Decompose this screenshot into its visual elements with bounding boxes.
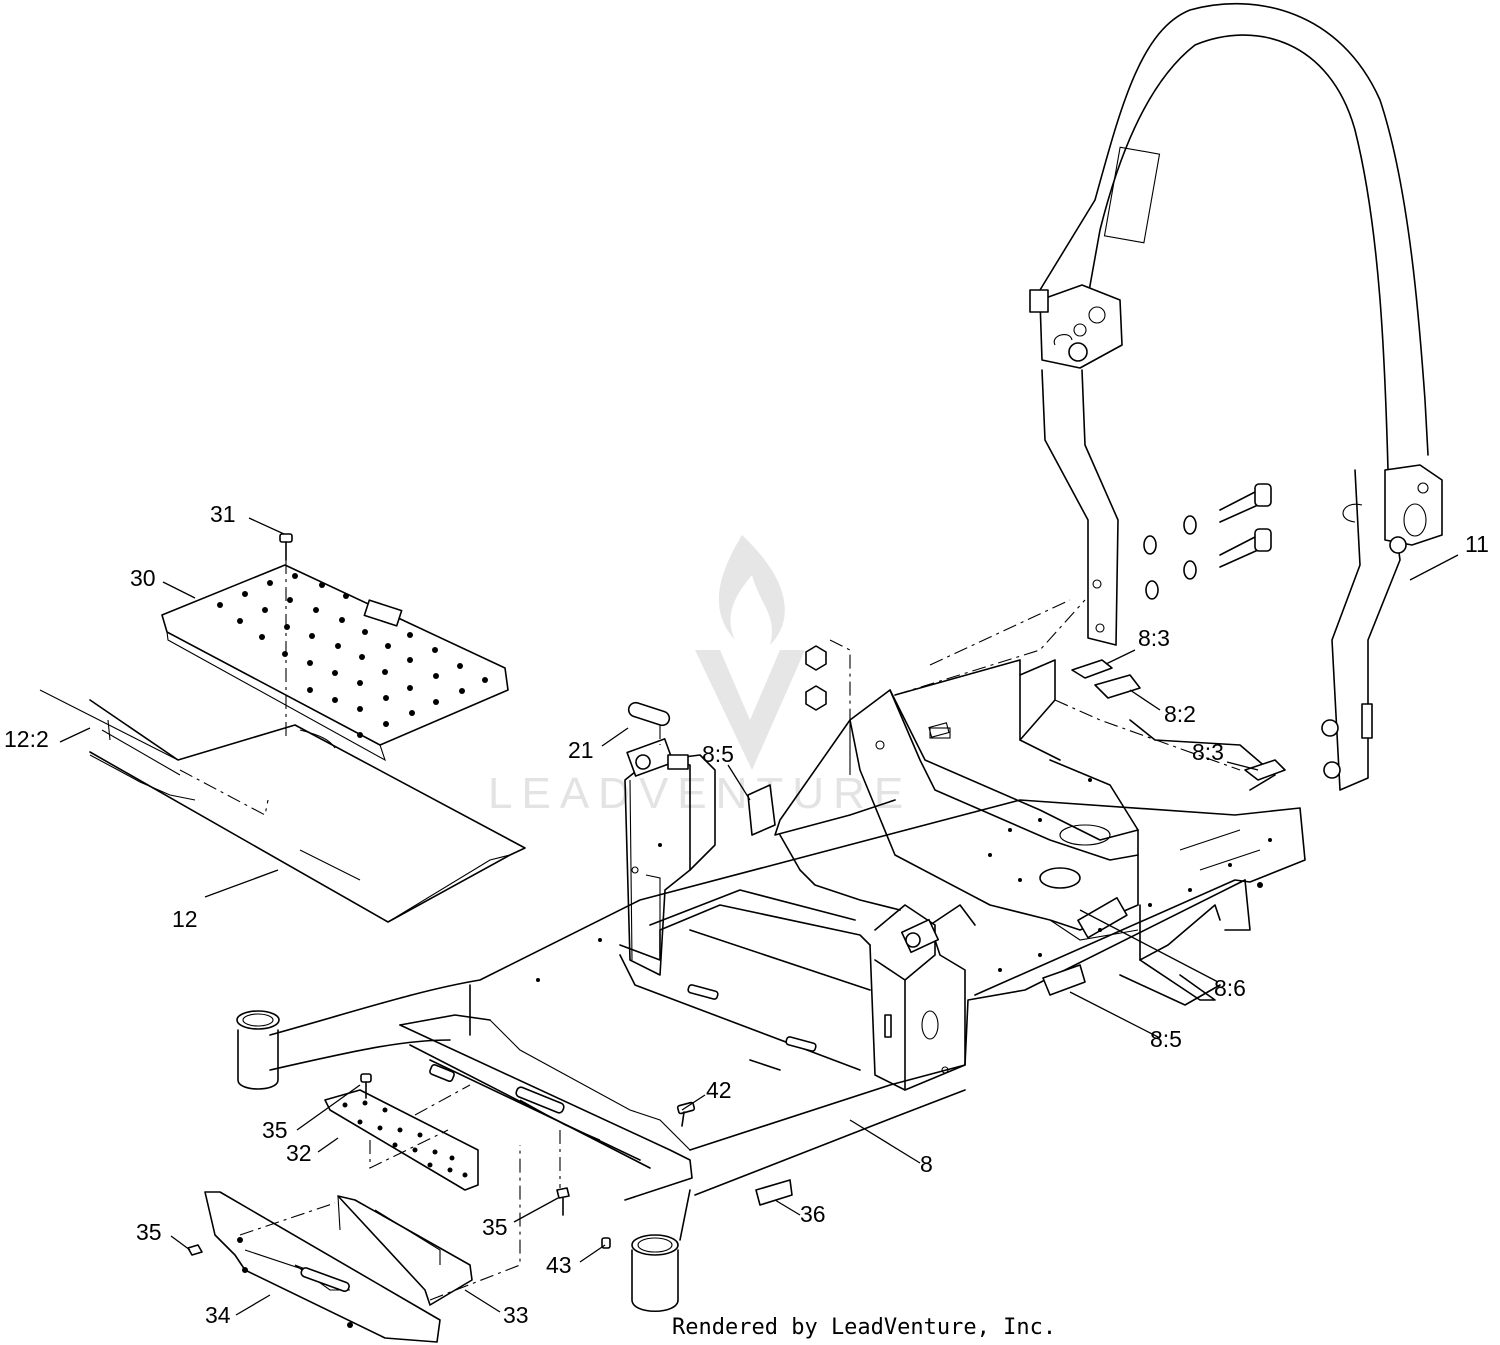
callout-8-5b: 8:5 <box>1150 1026 1182 1052</box>
lower-bumper-plate <box>239 1145 521 1306</box>
callout-21: 21 <box>568 737 594 763</box>
roll-bar <box>1029 3 1443 791</box>
decal-8-3b <box>1244 759 1286 781</box>
decal-8-5b <box>1042 964 1086 996</box>
frame-holes <box>536 778 1272 982</box>
front-caster-tower-right <box>631 1234 679 1312</box>
leadventure-watermark: LEADVENTURE <box>488 535 912 818</box>
callout-42: 42 <box>706 1077 732 1103</box>
callout-8-3a: 8:3 <box>1138 625 1170 651</box>
decal-36 <box>755 1179 793 1206</box>
callout-12: 12 <box>172 906 198 932</box>
watermark-text: LEADVENTURE <box>488 769 912 818</box>
front-screws <box>556 1101 696 1249</box>
decal-8-5a <box>747 784 776 836</box>
main-frame <box>236 599 1306 1312</box>
foot-plate <box>161 533 509 762</box>
callout-labels: 31 30 12:2 12 21 8:5 8:3 8:2 8:3 11 8:6 … <box>4 501 1489 1328</box>
callout-8-3b: 8:3 <box>1192 739 1224 765</box>
callout-35a: 35 <box>262 1117 288 1143</box>
callout-12-2: 12:2 <box>4 726 49 752</box>
callout-8-5a: 8:5 <box>702 741 734 767</box>
front-foot-plate <box>324 1073 479 1191</box>
callout-35b: 35 <box>482 1214 508 1240</box>
rear-frame <box>774 659 1276 1006</box>
hand-grip <box>627 701 671 745</box>
callout-35c: 35 <box>136 1219 162 1245</box>
left-control-tower <box>624 738 716 976</box>
callout-8-2: 8:2 <box>1164 701 1196 727</box>
callout-8: 8 <box>920 1151 933 1177</box>
floor-pan <box>39 689 526 923</box>
callout-33: 33 <box>503 1302 529 1328</box>
callout-11: 11 <box>1465 531 1489 557</box>
decal-8-2 <box>1094 674 1141 699</box>
callout-43: 43 <box>546 1252 572 1278</box>
credit-text: Rendered by LeadVenture, Inc. <box>672 1315 1056 1340</box>
callout-36: 36 <box>800 1201 826 1227</box>
right-control-tower <box>869 904 976 1091</box>
leader-lines <box>59 517 1459 1316</box>
decal-8-3a <box>1071 659 1113 679</box>
callout-32: 32 <box>286 1140 312 1166</box>
callout-30: 30 <box>130 565 156 591</box>
callout-34: 34 <box>205 1302 231 1328</box>
frame-nuts <box>805 639 851 720</box>
rollbar-bolts <box>1143 483 1272 600</box>
front-bumper <box>187 1191 441 1343</box>
callout-31: 31 <box>210 501 236 527</box>
plate-dimples <box>217 573 488 738</box>
decals <box>747 659 1286 1206</box>
front-caster-tower-left <box>236 1010 280 1090</box>
callout-8-6: 8:6 <box>1214 975 1246 1001</box>
